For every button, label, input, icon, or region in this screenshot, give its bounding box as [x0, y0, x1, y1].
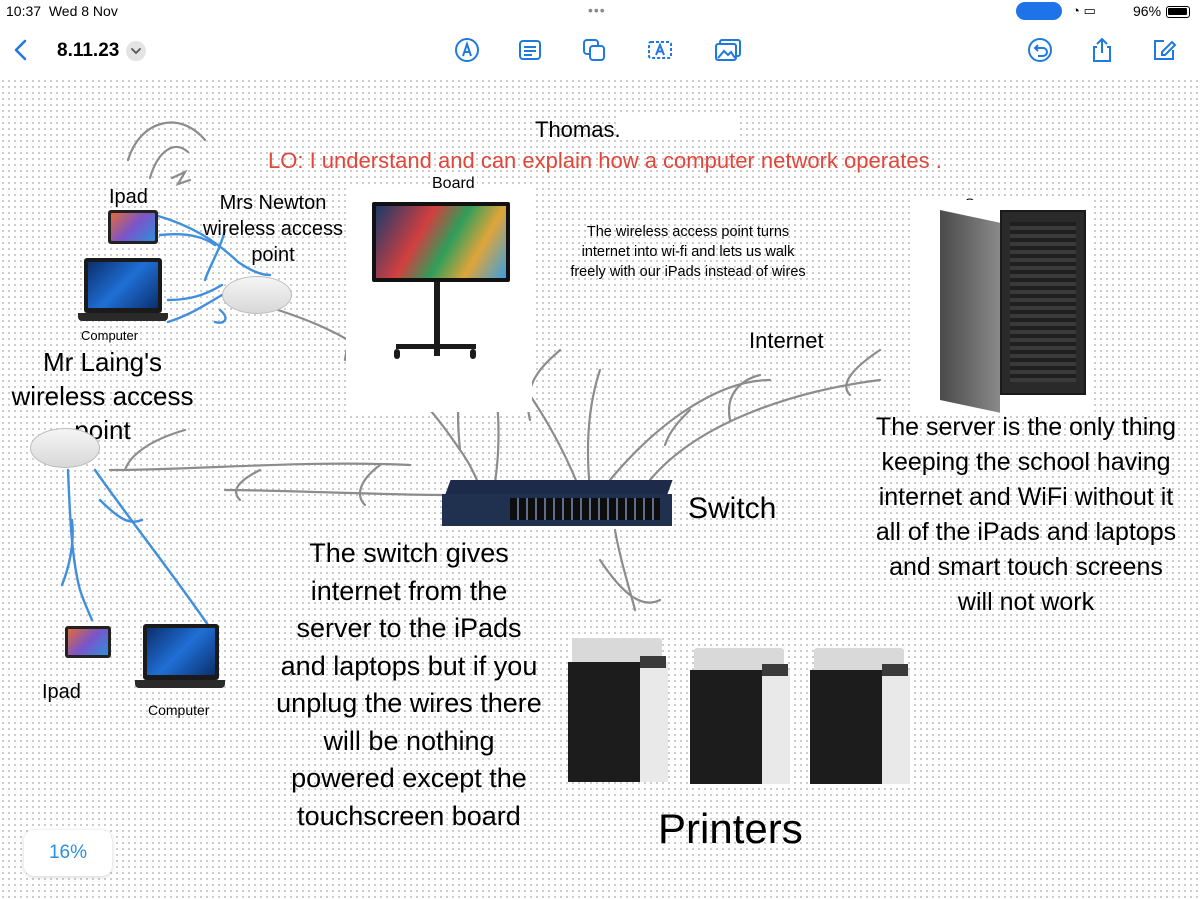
server-tower[interactable]: [912, 200, 1094, 415]
screen-mirroring-icon[interactable]: [1016, 2, 1062, 20]
battery-percent: 96%: [1133, 3, 1162, 19]
back-chevron-icon[interactable]: [8, 36, 36, 64]
board-title[interactable]: 8.11.23: [57, 40, 120, 61]
server-note: The server is the only thing keeping the…: [875, 413, 1177, 616]
learning-objective: LO: I understand and can explain how a c…: [268, 148, 942, 173]
printer-2[interactable]: [690, 644, 794, 786]
ipad-label-bottom: Ipad: [42, 681, 81, 703]
battery-icon: [1166, 6, 1190, 18]
smart-board[interactable]: [346, 184, 532, 412]
board-label: Board: [430, 175, 477, 193]
printers-label: Printers: [658, 805, 803, 852]
ipad-tablet-top[interactable]: [108, 210, 158, 244]
printer-1[interactable]: [568, 634, 672, 784]
share-icon[interactable]: [1088, 36, 1116, 64]
toolbar: 8.11.23: [0, 24, 1200, 80]
switch-label: Switch: [688, 492, 777, 525]
shapes-icon[interactable]: [580, 36, 608, 64]
ipad-tablet-bottom[interactable]: [65, 626, 111, 658]
computer-laptop-bottom[interactable]: [135, 624, 225, 694]
printer-3[interactable]: [810, 644, 914, 786]
undo-icon[interactable]: [1026, 36, 1054, 64]
mr-laing-access-point[interactable]: [30, 428, 100, 468]
text-box-icon[interactable]: [646, 36, 674, 64]
text-list-icon[interactable]: [516, 36, 544, 64]
wireless-note: The wireless access point turns internet…: [570, 224, 806, 280]
compose-icon[interactable]: [1150, 36, 1178, 64]
computer-label-top: Computer: [81, 328, 139, 343]
ipad-label-top: Ipad: [109, 186, 148, 208]
title-chevron-down-icon[interactable]: [126, 41, 146, 61]
status-time: 10:37 Wed 8 Nov: [6, 3, 118, 19]
wifi-icon: ◔ ▭: [1072, 3, 1096, 18]
author-name: Thomas.: [535, 117, 621, 142]
mrs-newton-access-point[interactable]: [222, 276, 292, 314]
pen-tool-icon[interactable]: [453, 36, 481, 64]
computer-laptop-top[interactable]: [78, 258, 168, 330]
status-bar: 10:37 Wed 8 Nov ••• ◔ ▭ 96%: [0, 0, 1200, 24]
zoom-level-button[interactable]: 16%: [24, 830, 112, 876]
media-image-icon[interactable]: [714, 36, 742, 64]
mr-laing-label: Mr Laing's wireless access point: [11, 347, 194, 445]
multitasking-dots[interactable]: •••: [588, 2, 606, 18]
switch-note: The switch gives internet from the serve…: [276, 538, 542, 831]
internet-label: Internet: [749, 328, 824, 353]
computer-label-bottom: Computer: [148, 702, 210, 718]
network-switch[interactable]: [442, 474, 678, 534]
redaction-patch: [620, 112, 740, 140]
mrs-newton-label: Mrs Newton wireless access point: [202, 192, 344, 266]
blue-link-strokes: [60, 213, 272, 627]
